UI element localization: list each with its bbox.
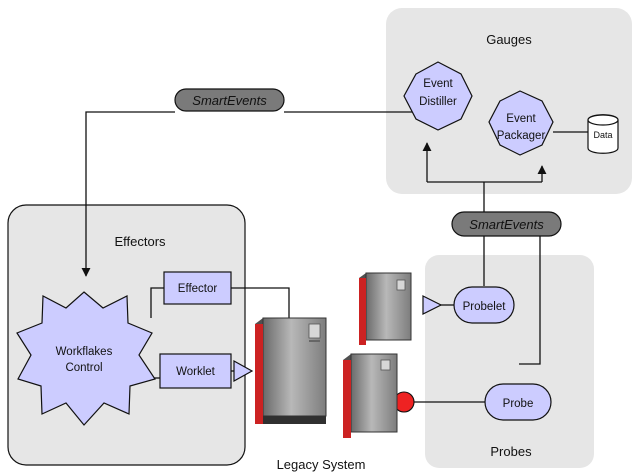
event-distiller-label-line2: Distiller <box>419 96 457 108</box>
worklet-arrow-marker <box>233 359 254 383</box>
top-smart-events-bus: SmartEvents <box>174 88 285 112</box>
probelet-component: Probelet <box>453 286 515 324</box>
effector-to-legacy-line <box>231 287 290 318</box>
probes-group: Probes <box>425 255 594 468</box>
probelet-server <box>359 272 412 345</box>
probelet-arrow-marker <box>422 295 443 315</box>
middle-smart-events-label: SmartEvents <box>469 217 544 232</box>
workflakes-to-effector-line <box>150 287 164 318</box>
effector-box <box>163 271 232 305</box>
middle-smart-events-pill <box>451 211 562 237</box>
top-bus-to-workflakes-arrow <box>81 111 175 277</box>
event-distiller: Event Distiller <box>403 61 473 131</box>
legacy-server-panel <box>308 323 321 339</box>
gauges-title: Gauges <box>486 32 532 47</box>
probes-panel <box>425 255 594 468</box>
top-smart-events-pill <box>174 88 285 112</box>
database-cylinder-icon <box>587 114 619 126</box>
event-packager-label-line2: Packager <box>497 130 546 142</box>
legacy-system-label: Legacy System <box>277 457 366 472</box>
probelet-label: Probelet <box>463 301 507 313</box>
workflakes-control: Workflakes Control <box>16 291 156 426</box>
bus-to-probe-line <box>519 236 541 365</box>
effector-label: Effector <box>178 283 218 295</box>
event-packager-octagon <box>488 90 554 156</box>
legacy-server-main <box>255 317 327 424</box>
event-packager: Event Packager <box>488 90 554 156</box>
data-store-label: Data <box>593 130 612 140</box>
worklet-component: Worklet <box>159 353 232 389</box>
probe-component: Probe <box>484 383 552 421</box>
top-smart-events-label: SmartEvents <box>192 93 267 108</box>
event-distiller-label-line1: Event <box>423 78 453 90</box>
connection-lines <box>81 111 547 403</box>
probelet-capsule <box>453 286 515 324</box>
effectors-title: Effectors <box>114 234 166 249</box>
middle-smart-events-bus: SmartEvents <box>451 211 562 237</box>
probe-server <box>343 353 398 438</box>
probelet-server-panel <box>396 279 406 291</box>
legacy-server-red-stripe <box>255 324 263 424</box>
probe-server-panel <box>380 359 391 371</box>
workflakes-label-line2: Control <box>65 362 102 374</box>
workflakes-star <box>16 291 156 426</box>
legacy-server-base <box>263 416 326 424</box>
worklet-label: Worklet <box>176 366 216 378</box>
probes-title: Probes <box>490 444 532 459</box>
event-distiller-octagon <box>403 61 473 131</box>
data-store: Data <box>553 114 619 154</box>
probe-capsule <box>484 383 552 421</box>
probelet-server-red-stripe <box>359 278 366 345</box>
worklet-box <box>159 353 232 389</box>
workflakes-label-line1: Workflakes <box>56 346 113 358</box>
event-packager-label-line1: Event <box>506 113 536 125</box>
probe-server-red-stripe <box>343 360 351 438</box>
probe-label: Probe <box>503 398 534 410</box>
effector-component: Effector <box>163 271 232 305</box>
legacy-server-slot <box>309 340 320 342</box>
